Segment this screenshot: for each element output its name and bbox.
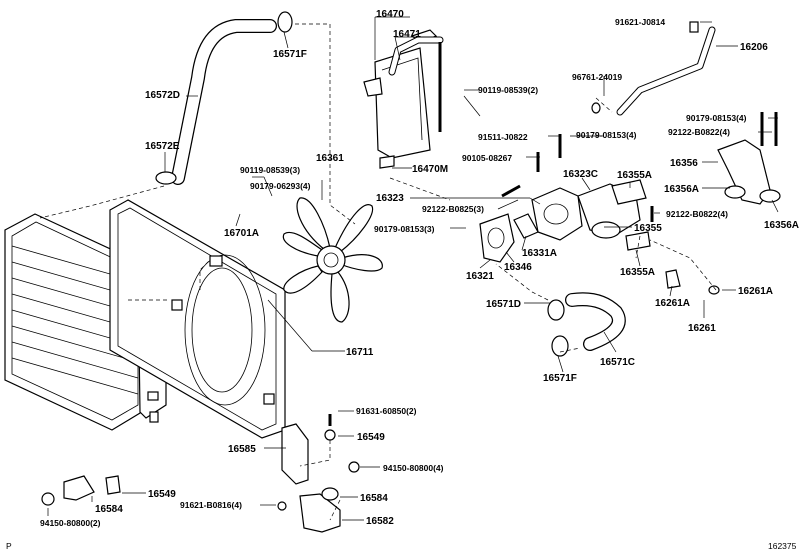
label-92122-B0822-4-b: 92122-B0822(4): [666, 209, 728, 219]
reservoir-tank: [363, 29, 444, 169]
bypass-hose: [665, 269, 720, 295]
label-16549-b: 16549: [148, 489, 176, 500]
label-90119-08539-2: 90119-08539(2): [478, 85, 538, 95]
cooling-fan: [282, 197, 383, 323]
label-16572E: 16572E: [145, 141, 180, 152]
label-16470M: 16470M: [412, 164, 448, 175]
label-91621-J0814: 91621-J0814: [615, 17, 665, 27]
label-16346: 16346: [504, 262, 532, 273]
label-16585: 16585: [228, 444, 256, 455]
label-90179-08153-4-a: 90179-08153(4): [686, 113, 747, 123]
part-labels: 16470 16471 16571F 16572D 16572E 90119-0…: [40, 9, 799, 528]
label-90179-08153-4-b: 90179-08153(4): [576, 130, 637, 140]
label-90179-08153-3: 90179-08153(3): [374, 224, 435, 234]
label-16323: 16323: [376, 193, 404, 204]
figure-number: 162375: [768, 541, 797, 551]
water-bypass-pipe: [591, 21, 716, 116]
label-91631-60850-2: 91631-60850(2): [356, 406, 417, 416]
label-16355A-b: 16355A: [620, 267, 655, 278]
label-92122-B0822-4-a: 92122-B0822(4): [668, 127, 730, 137]
water-pump-assembly: [479, 134, 654, 263]
label-16701A: 16701A: [224, 228, 259, 239]
label-91511-J0822: 91511-J0822: [478, 132, 528, 142]
label-16355: 16355: [634, 223, 662, 234]
assembly-lines: [39, 23, 717, 521]
label-91621-B0816-4: 91621-B0816(4): [180, 500, 242, 510]
label-16571D: 16571D: [486, 299, 521, 310]
label-16261A-b: 16261A: [738, 286, 773, 297]
label-96761-24019: 96761-24019: [572, 72, 622, 82]
mounting-brackets: [41, 414, 360, 533]
label-16356A-a: 16356A: [664, 184, 699, 195]
label-90179-06293-4: 90179-06293(4): [250, 181, 311, 191]
label-16572D: 16572D: [145, 90, 180, 101]
label-94150-80800-4: 94150-80800(4): [383, 463, 444, 473]
label-90119-08539-3: 90119-08539(3): [240, 165, 300, 175]
label-16582: 16582: [366, 516, 394, 527]
label-94150-80800-2: 94150-80800(2): [40, 518, 101, 528]
label-16331A: 16331A: [522, 248, 557, 259]
label-16361: 16361: [316, 153, 344, 164]
label-92122-B0825-3: 92122-B0825(3): [422, 204, 484, 214]
label-16584-a: 16584: [95, 504, 123, 515]
label-16356A-b: 16356A: [764, 220, 799, 231]
label-16571F-top: 16571F: [273, 49, 307, 60]
page-marker: P: [6, 541, 12, 551]
label-90105-08267: 90105-08267: [462, 153, 512, 163]
label-16261A-a: 16261A: [655, 298, 690, 309]
label-16206: 16206: [740, 42, 768, 53]
leader-lines: [47, 16, 779, 521]
radiator-hose-lower: [547, 292, 626, 357]
label-16711: 16711: [346, 347, 374, 358]
label-16261: 16261: [688, 323, 716, 334]
label-16549-a: 16549: [357, 432, 385, 443]
label-16584-b: 16584: [360, 493, 388, 504]
label-16321: 16321: [466, 271, 494, 282]
label-16571C: 16571C: [600, 357, 635, 368]
label-16356: 16356: [670, 158, 698, 169]
label-16470: 16470: [376, 9, 404, 20]
radiator-hose-upper: [155, 11, 293, 185]
label-16571F-bottom: 16571F: [543, 373, 577, 384]
water-outlet-housing: [717, 112, 781, 205]
label-16323C: 16323C: [563, 169, 598, 180]
label-16471: 16471: [393, 29, 421, 40]
label-16355A-a: 16355A: [617, 170, 652, 181]
